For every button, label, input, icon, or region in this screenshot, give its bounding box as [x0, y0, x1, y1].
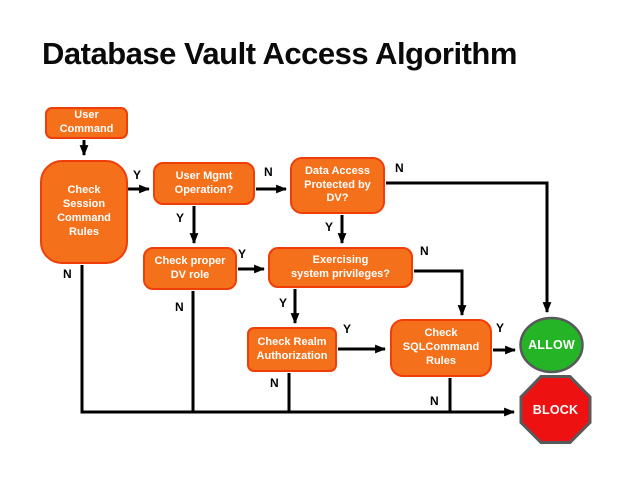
node-user-mgmt-operation: User Mgmt Operation? — [153, 162, 255, 205]
edge-label-exercising-to-realm: Y — [279, 296, 288, 310]
node-data-access-protected: Data Access Protected by DV? — [290, 157, 385, 214]
node-check-realm-authorization: Check Realm Authorization — [247, 327, 337, 372]
edge-label-dataaccess-to-exercising: Y — [325, 220, 334, 234]
block-shape — [519, 375, 592, 444]
edge-label-dataaccess-to-allow: N — [395, 161, 404, 175]
page-title: Database Vault Access Algorithm — [42, 36, 517, 71]
edge-label-session-to-block: N — [63, 267, 72, 281]
node-user-mgmt-label: User Mgmt Operation? — [174, 169, 234, 196]
edge-label-realm-to-block: N — [270, 376, 279, 390]
edge-dataaccess-to-allow-line — [386, 181, 552, 314]
node-sqlcommand-label: Check SQLCommand Rules — [402, 327, 480, 367]
node-data-access-label: Data Access Protected by DV? — [304, 164, 371, 205]
node-dv-role-label: Check proper DV role — [154, 254, 226, 281]
edge-label-dvrole-to-exercising: Y — [238, 247, 247, 261]
node-user-command-label: User Command — [59, 109, 114, 135]
node-check-proper-dv-role: Check proper DV role — [143, 247, 237, 290]
node-check-session-label: Check Session Command Rules — [57, 184, 111, 238]
edge-label-exercising-to-sqlcommand: N — [420, 244, 429, 258]
edge-label-session-to-usermgmt: Y — [133, 168, 142, 182]
node-user-command: User Command — [45, 107, 128, 139]
edge-label-usermgmt-to-dataaccess: N — [264, 165, 273, 179]
edge-label-sqlcommand-to-block: N — [430, 394, 439, 408]
node-check-session-command-rules: Check Session Command Rules — [40, 160, 128, 264]
node-exercising-label: Exercising system privileges? — [290, 253, 391, 280]
allow-shape — [519, 316, 584, 374]
edge-label-realm-to-sqlcommand: Y — [343, 322, 352, 336]
node-exercising-system-privileges: Exercising system privileges? — [268, 247, 413, 288]
edge-exercising-to-sqlcommand-line — [414, 269, 467, 317]
edge-label-usermgmt-to-dvrole: Y — [176, 211, 185, 225]
node-check-sqlcommand-rules: Check SQLCommand Rules — [390, 319, 492, 377]
node-check-realm-label: Check Realm Authorization — [256, 335, 328, 362]
edge-label-dvrole-to-block: N — [175, 300, 184, 314]
edge-label-sqlcommand-to-allow: Y — [496, 321, 505, 335]
